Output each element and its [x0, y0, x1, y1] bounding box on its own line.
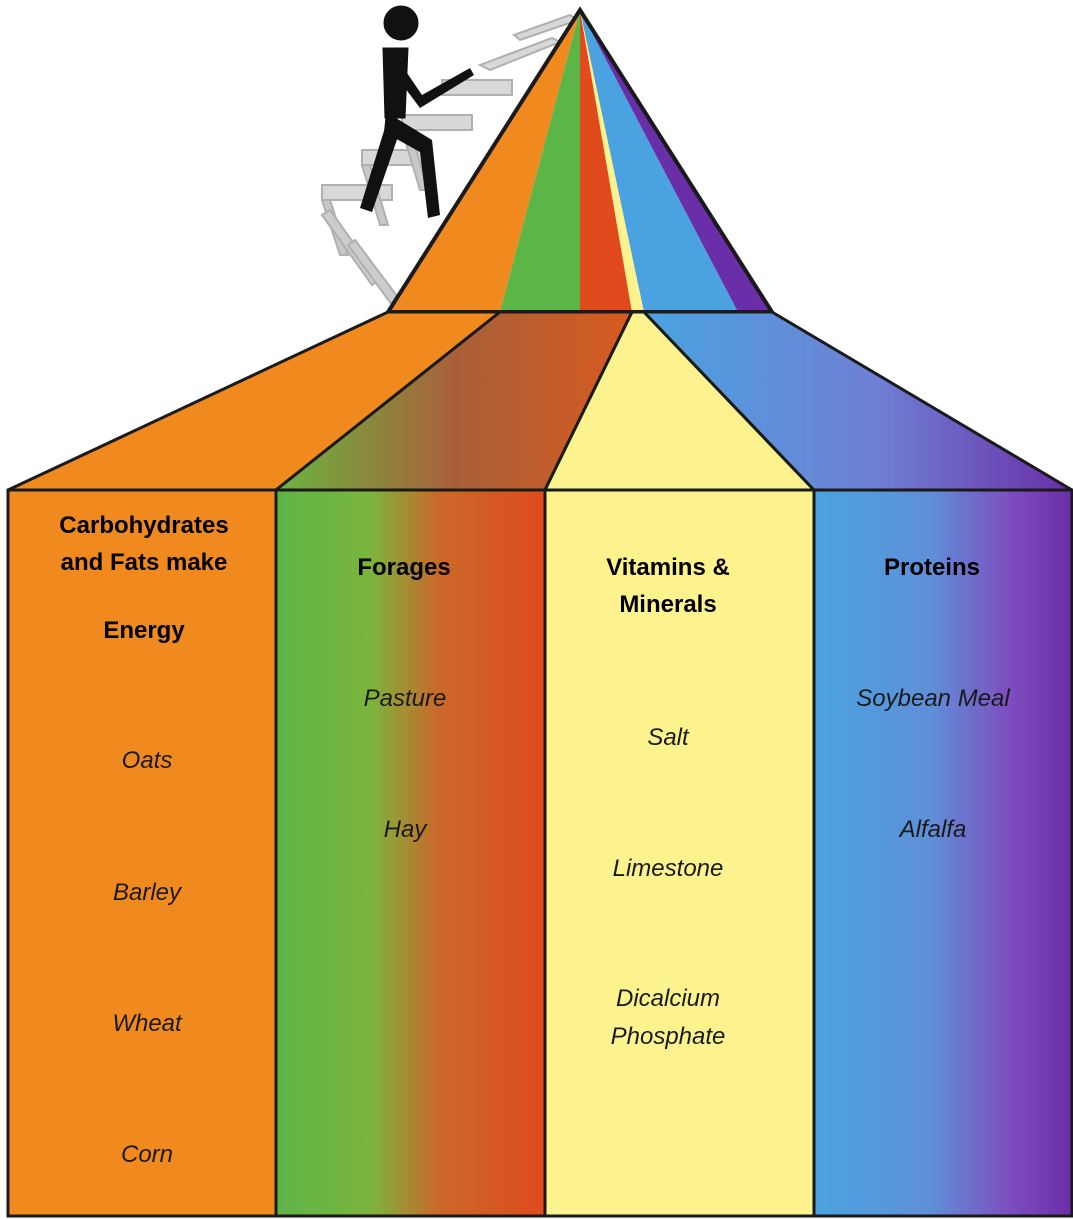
forages-item-pasture: Pasture: [364, 685, 447, 712]
column-forages: [276, 490, 545, 1216]
food-pyramid-icon: [388, 10, 772, 312]
vitamins-header-line-2: Minerals: [619, 591, 716, 618]
energy-item-barley: Barley: [113, 879, 183, 906]
energy-item-wheat: Wheat: [112, 1010, 183, 1037]
vitamins-item-phosphate: Phosphate: [611, 1023, 726, 1050]
energy-item-corn: Corn: [121, 1141, 173, 1168]
forages-item-hay: Hay: [384, 816, 429, 843]
proteins-header: Proteins: [884, 554, 980, 581]
proteins-item-alfalfa: Alfalfa: [898, 816, 967, 843]
columns: [8, 490, 1072, 1216]
proteins-item-soybean-meal: Soybean Meal: [856, 685, 1010, 712]
energy-header-line-1: Carbohydrates: [59, 512, 228, 539]
vitamins-item-limestone: Limestone: [613, 855, 724, 882]
vitamins-item-dicalcium: Dicalcium: [616, 985, 720, 1012]
energy-item-oats: Oats: [122, 747, 173, 774]
forages-header: Forages: [357, 554, 450, 581]
vitamins-item-salt: Salt: [647, 724, 690, 751]
column-proteins: [814, 490, 1072, 1216]
column-energy: [8, 490, 276, 1216]
energy-subheader: Energy: [103, 617, 185, 644]
roof: [8, 312, 1072, 490]
energy-header-line-2: and Fats make: [61, 549, 228, 576]
vitamins-header-line-1: Vitamins &: [606, 554, 730, 581]
person-climbing-stairs-icon: [360, 6, 474, 218]
